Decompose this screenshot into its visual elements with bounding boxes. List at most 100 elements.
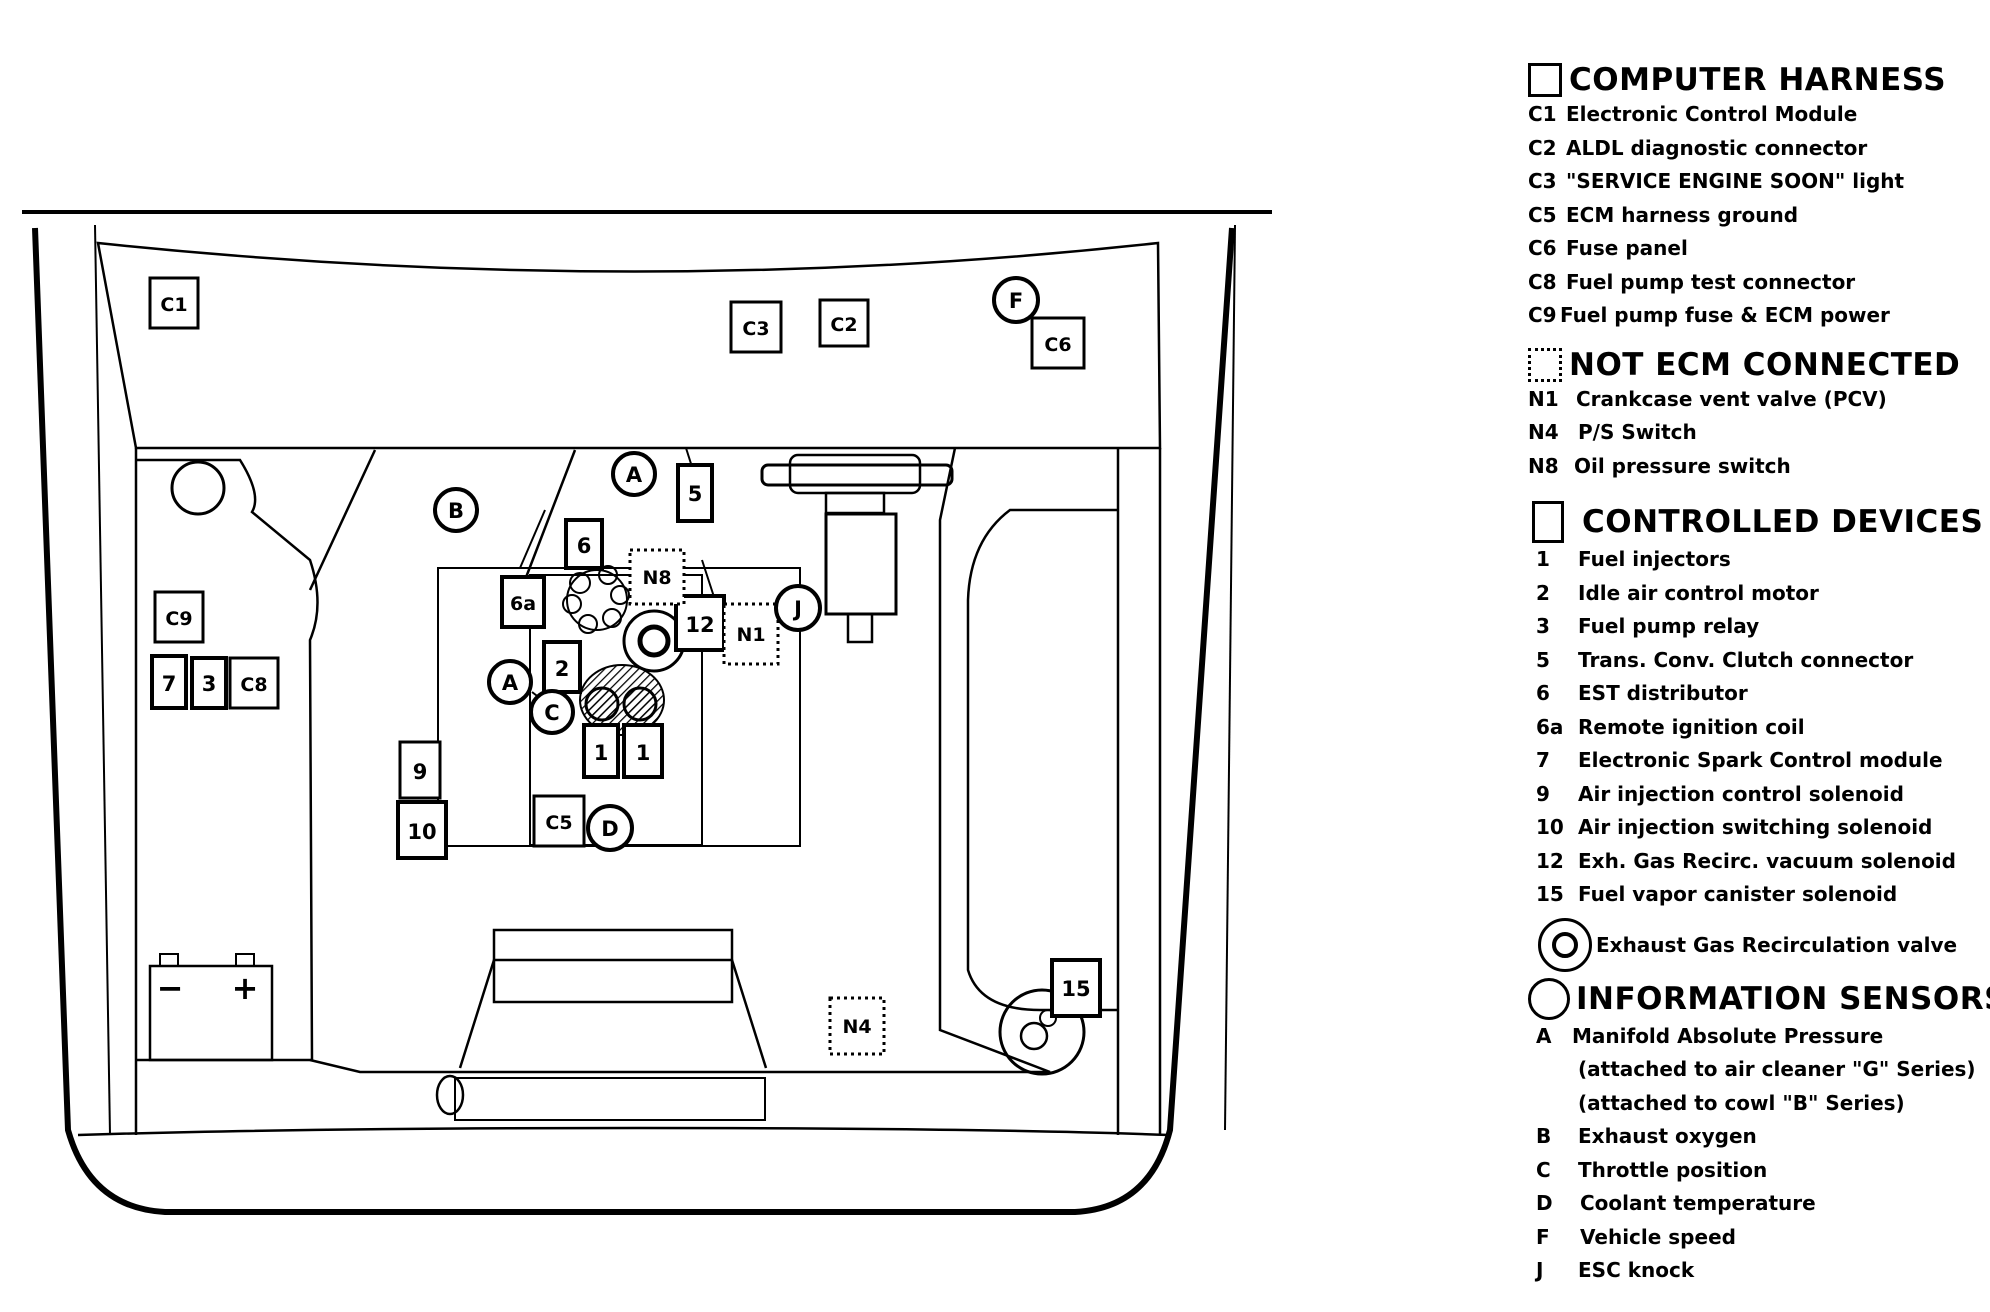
legend-text: Throttle position <box>1578 1157 1768 1182</box>
c6-box <box>1030 316 1086 370</box>
legend-item: F Vehicle speed <box>1528 1221 1983 1255</box>
n4-box <box>828 996 886 1056</box>
c1-label: C1 <box>160 294 187 316</box>
legend-text: ESC knock <box>1578 1258 1695 1282</box>
device-5-label: 5 <box>688 482 703 506</box>
legend-code: 6a <box>1536 714 1564 739</box>
c6-label: C6 <box>1044 334 1071 356</box>
legend-text: Vehicle speed <box>1580 1224 1736 1249</box>
device-3-label: 3 <box>202 672 217 696</box>
legend-subnote: (attached to air cleaner "G" Series) <box>1578 1057 1976 1081</box>
device-1-left-box <box>582 723 620 779</box>
legend-code: C3 <box>1528 169 1557 193</box>
legend-text: Air injection switching solenoid <box>1578 815 1933 839</box>
legend-code: C5 <box>1528 202 1557 227</box>
legend-code: C <box>1536 1157 1551 1182</box>
radiator-cap <box>435 1074 465 1116</box>
device-6a-label: 6a <box>510 593 536 615</box>
left-wheel-well <box>136 458 319 1062</box>
c5-label: C5 <box>545 812 572 834</box>
device-10-label: 10 <box>407 820 436 844</box>
sensor-a-lower-circle <box>487 659 533 705</box>
c2-box <box>818 298 870 348</box>
controlled-devices-heading: CONTROLLED DEVICES <box>1528 501 1983 543</box>
legend-text: Trans. Conv. Clutch connector <box>1578 647 1914 672</box>
legend-text: ECM harness ground <box>1566 202 1799 227</box>
c9-label: C9 <box>165 608 192 630</box>
sensor-a-top-circle <box>611 451 657 497</box>
sensor-j-label: J <box>792 597 802 621</box>
radiator-outline <box>458 958 768 1069</box>
fender-outline <box>32 227 1235 1215</box>
sensor-circle-icon <box>1528 977 1570 1020</box>
legend-text: Electronic Control Module <box>1566 102 1858 126</box>
engine-compartment-diagram: − + C1 C2 C3 C5 C6 C8 C9 1 1 2 3 5 6 6a … <box>22 210 1272 1215</box>
legend-code: F <box>1536 1224 1550 1249</box>
legend-item: 10 Air injection switching solenoid <box>1528 811 1983 845</box>
legend-code: 10 <box>1536 815 1564 839</box>
device-7-box <box>150 654 188 710</box>
not-ecm-heading: NOT ECM CONNECTED <box>1528 347 1983 383</box>
radiator-core <box>492 928 734 1004</box>
legend-text: Coolant temperature <box>1580 1191 1816 1215</box>
sensor-j-circle <box>774 584 822 632</box>
device-2-label: 2 <box>555 657 570 681</box>
sensor-b-circle <box>433 487 479 533</box>
battery-plus-label: + <box>232 969 259 1007</box>
device-1-right-label: 1 <box>636 741 651 765</box>
c5-box <box>532 794 586 848</box>
legend-text: Electronic Spark Control module <box>1578 748 1943 772</box>
battery-icon: − + <box>148 953 274 1062</box>
wire-5 <box>701 559 716 601</box>
air-cleaner-snout <box>846 612 874 644</box>
legend-text: Fuel pump test connector <box>1566 269 1856 294</box>
legend-text: Exh. Gas Recirc. vacuum solenoid <box>1578 848 1956 873</box>
n8-label: N8 <box>642 567 671 589</box>
legend-text: ALDL diagnostic connector <box>1566 135 1868 160</box>
cowl-panel <box>96 241 1162 450</box>
legend-item: 7 Electronic Spark Control module <box>1528 744 1983 778</box>
legend-code: 7 <box>1536 748 1550 772</box>
computer-harness-heading: COMPUTER HARNESS <box>1528 62 1983 98</box>
legend-item: 15 Fuel vapor canister solenoid <box>1528 878 1983 912</box>
legend-text: Fuel pump fuse & ECM power <box>1560 303 1890 327</box>
legend-text: Exhaust oxygen <box>1578 1124 1757 1148</box>
vapor-canister-icon <box>998 988 1086 1076</box>
front-crossmember <box>454 1077 766 1121</box>
sensor-d-label: D <box>601 817 618 841</box>
legend-item: C Throttle position <box>1528 1154 1983 1188</box>
legend-code: 15 <box>1536 882 1564 906</box>
air-cleaner-neck <box>824 491 886 515</box>
legend-code: 2 <box>1536 580 1550 605</box>
c8-box <box>228 656 280 710</box>
legend-text: Fuel vapor canister solenoid <box>1578 882 1898 906</box>
c8-label: C8 <box>240 674 267 696</box>
information-sensors-heading: INFORMATION SENSORS <box>1528 977 1990 1020</box>
distributor-cap-icon <box>562 565 630 634</box>
legend-code: 12 <box>1536 848 1564 873</box>
legend-text: Idle air control motor <box>1578 580 1819 605</box>
device-3-box <box>190 656 228 710</box>
legend-text: P/S Switch <box>1578 420 1697 444</box>
device-9-box <box>398 740 442 800</box>
not-ecm-title: NOT ECM CONNECTED <box>1569 346 1961 383</box>
dotted-square-icon <box>1528 347 1562 382</box>
bumper-line <box>77 1126 1171 1137</box>
device-7-label: 7 <box>162 672 177 696</box>
device-5-box <box>676 463 714 523</box>
legend-text: Oil pressure switch <box>1574 453 1791 478</box>
